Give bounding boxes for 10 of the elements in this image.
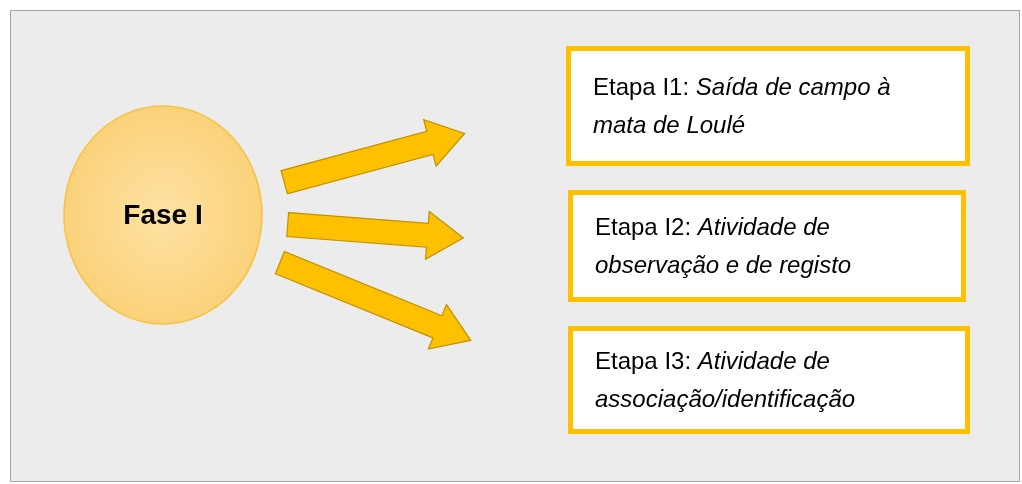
stage-box bbox=[568, 326, 970, 434]
stage-text: Etapa I1: Saída de campo à mata de Loulé bbox=[593, 71, 892, 140]
block-arrow bbox=[280, 118, 466, 195]
stage-text: Etapa I3: Atividade de associação/identificação bbox=[595, 345, 857, 414]
phase-label: Fase I bbox=[123, 199, 203, 231]
stage-text: Etapa I2: Atividade de observação e de registo bbox=[595, 211, 853, 280]
stage-box bbox=[566, 46, 970, 166]
stage-box bbox=[568, 190, 966, 302]
block-arrow bbox=[286, 210, 465, 261]
block-arrow bbox=[274, 250, 472, 350]
